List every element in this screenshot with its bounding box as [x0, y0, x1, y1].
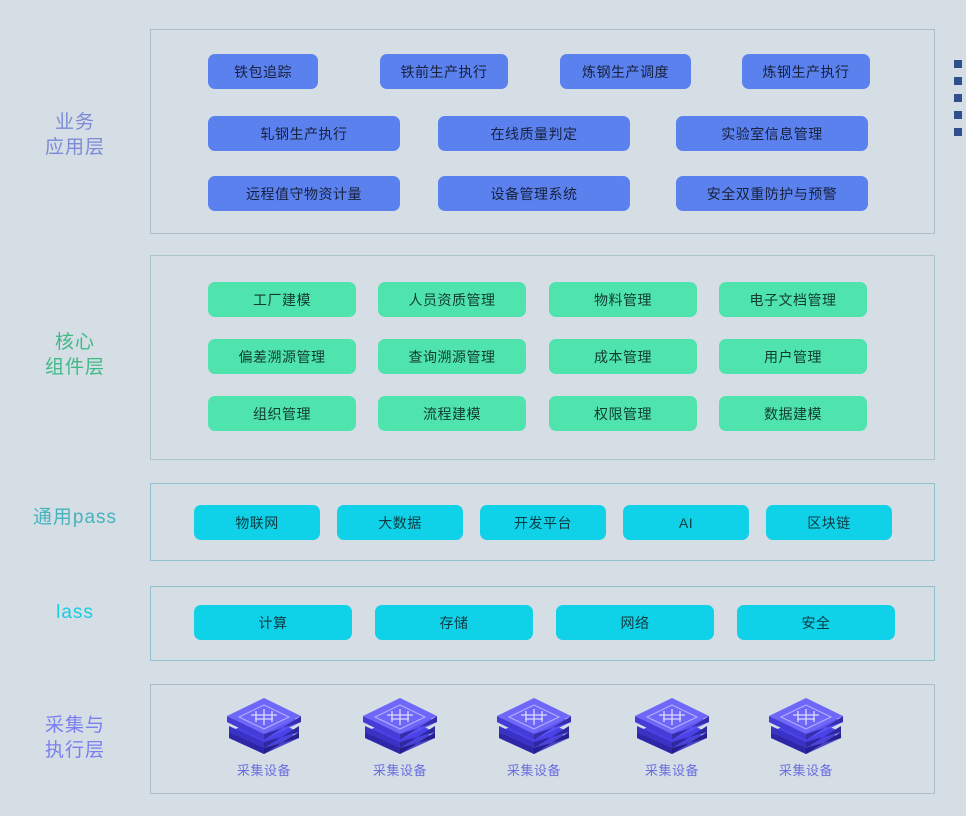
core-pill-dian-zi-wen-dang[interactable]: 电子文档管理 [719, 282, 867, 317]
collection-device-cube-icon [767, 698, 845, 754]
edge-marker-bullet-icon [954, 77, 962, 85]
iaas-pill-wang-luo[interactable]: 网络 [556, 605, 714, 640]
app-pill-lian-gang-zhi-xing[interactable]: 炼钢生产执行 [742, 54, 870, 89]
core-pill-zu-zhi-guan-li[interactable]: 组织管理 [208, 396, 356, 431]
paas-pill-wu-lian-wang[interactable]: 物联网 [194, 505, 320, 540]
device-label: 采集设备 [778, 763, 833, 778]
iaas-pill-cun-chu[interactable]: 存储 [375, 605, 533, 640]
iaas-pill-ji-suan[interactable]: 计算 [194, 605, 352, 640]
edge-marker-bullet-icon [954, 60, 962, 68]
app-pill-zai-xian-zhi-liang[interactable]: 在线质量判定 [438, 116, 630, 151]
app-pill-an-quan-shuang-zhong[interactable]: 安全双重防护与预警 [676, 176, 868, 211]
layer-label-business-application: 业务 应用层 [44, 112, 105, 158]
core-pill-quan-xian-guan-li[interactable]: 权限管理 [549, 396, 697, 431]
app-pill-tie-bao-zhui-zong[interactable]: 铁包追踪 [208, 54, 318, 89]
core-pill-pian-cha-su-yuan[interactable]: 偏差溯源管理 [208, 339, 356, 374]
edge-marker-bullet-icon [954, 94, 962, 102]
device-item[interactable]: 采集设备 [352, 698, 448, 779]
device-label: 采集设备 [236, 763, 291, 778]
collection-device-cube-icon [361, 698, 439, 754]
edge-marker-list [954, 60, 966, 145]
panel-iaas [150, 586, 935, 661]
core-pill-wu-liao-guan-li[interactable]: 物料管理 [549, 282, 697, 317]
core-pill-yong-hu-guan-li[interactable]: 用户管理 [719, 339, 867, 374]
collection-device-cube-icon [225, 698, 303, 754]
edge-marker-bullet-icon [954, 111, 962, 119]
core-pill-ren-yuan-zi-zhi[interactable]: 人员资质管理 [378, 282, 526, 317]
device-label: 采集设备 [506, 763, 561, 778]
app-pill-tie-qian-sheng-chan[interactable]: 铁前生产执行 [380, 54, 508, 89]
edge-marker-bullet-icon [954, 128, 962, 136]
layer-label-collection-execution: 采集与 执行层 [44, 715, 105, 761]
panel-collection-execution [150, 684, 935, 794]
paas-pill-ai[interactable]: AI [623, 505, 749, 540]
device-item[interactable]: 采集设备 [758, 698, 854, 779]
device-item[interactable]: 采集设备 [624, 698, 720, 779]
app-pill-zha-gang-sheng-chan[interactable]: 轧钢生产执行 [208, 116, 400, 151]
collection-device-cube-icon [495, 698, 573, 754]
paas-pill-kai-fa-ping-tai[interactable]: 开发平台 [480, 505, 606, 540]
panel-core-component [150, 255, 935, 460]
layer-label-core-component: 核心 组件层 [44, 332, 105, 378]
core-pill-liu-cheng-jian-mo[interactable]: 流程建模 [378, 396, 526, 431]
panel-business-application [150, 29, 935, 234]
core-pill-gong-chang-jian-mo[interactable]: 工厂建模 [208, 282, 356, 317]
core-pill-cheng-ben-guan-li[interactable]: 成本管理 [549, 339, 697, 374]
paas-pill-qu-kuai-lian[interactable]: 区块链 [766, 505, 892, 540]
layer-label-general-paas: 通用pass [32, 507, 118, 528]
app-pill-she-bei-guan-li[interactable]: 设备管理系统 [438, 176, 630, 211]
core-pill-cha-xun-su-yuan[interactable]: 查询溯源管理 [378, 339, 526, 374]
core-pill-shu-ju-jian-mo[interactable]: 数据建模 [719, 396, 867, 431]
app-pill-shi-yan-shi-xin-xi[interactable]: 实验室信息管理 [676, 116, 868, 151]
collection-device-cube-icon [633, 698, 711, 754]
device-label: 采集设备 [644, 763, 699, 778]
device-item[interactable]: 采集设备 [486, 698, 582, 779]
device-label: 采集设备 [372, 763, 427, 778]
app-pill-yuan-cheng-zhi-shou[interactable]: 远程值守物资计量 [208, 176, 400, 211]
device-item[interactable]: 采集设备 [216, 698, 312, 779]
layer-label-iaas: lass [56, 602, 94, 623]
paas-pill-da-shu-ju[interactable]: 大数据 [337, 505, 463, 540]
iaas-pill-an-quan[interactable]: 安全 [737, 605, 895, 640]
panel-general-paas [150, 483, 935, 561]
app-pill-lian-gang-diao-du[interactable]: 炼钢生产调度 [560, 54, 691, 89]
